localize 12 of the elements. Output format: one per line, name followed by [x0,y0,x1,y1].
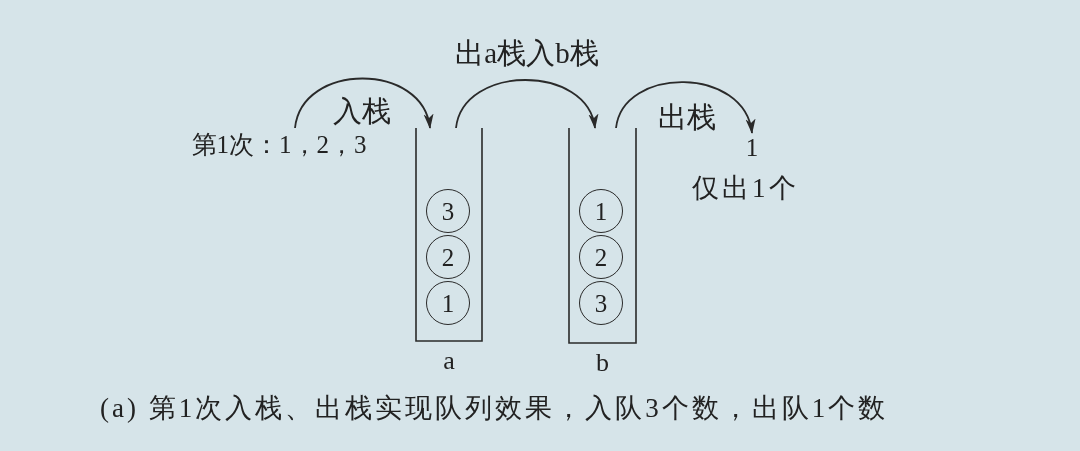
arrow [615,81,754,134]
edge-label: 入栈 [333,93,391,129]
sequence-text: 第1次：1，2，3 [172,128,386,162]
output-number: 1 [742,133,762,163]
edge-label: 出a栈入b栈 [455,35,599,71]
note-text: 仅出1个 [692,172,799,205]
stack-label: a [442,345,456,377]
stack-label: b [595,347,610,379]
arrow [455,79,597,129]
arrow [294,77,432,129]
figure-caption: (a) 第1次入栈、出栈实现队列效果，入队3个数，出队1个数 [100,392,889,425]
edge-label: 出栈 [658,99,716,135]
